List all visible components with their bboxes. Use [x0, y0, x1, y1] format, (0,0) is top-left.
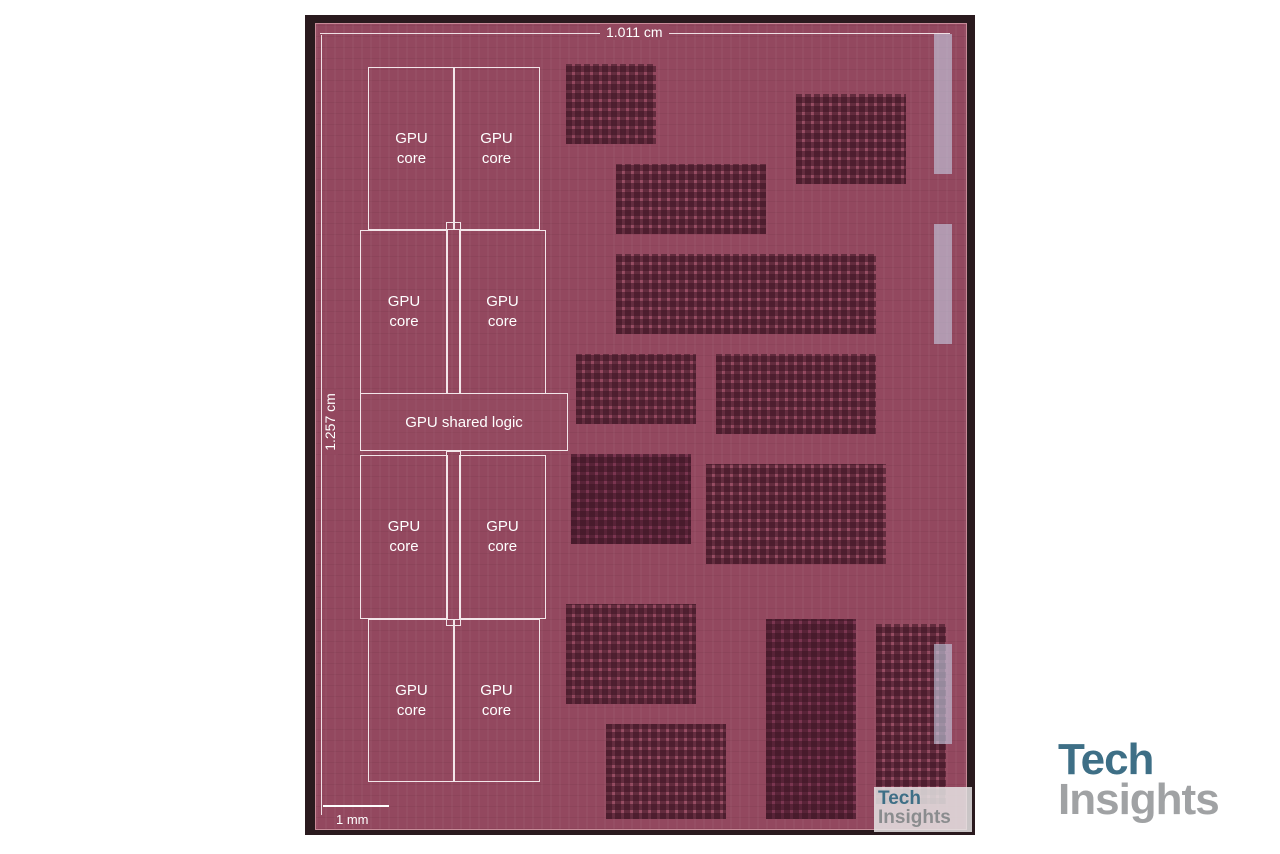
gpu-core-label: GPU core	[395, 681, 428, 719]
circuit-block	[571, 454, 691, 544]
watermark-line1: Tech	[878, 788, 921, 809]
gpu-core-block: GPU core	[459, 455, 546, 619]
logo-line1: Tech	[1058, 735, 1154, 784]
gpu-core-block: GPU core	[360, 230, 448, 394]
techinsights-logo: Tech Insights	[1058, 735, 1220, 824]
gpu-core-label: GPU core	[486, 293, 519, 330]
logo-line2: Insights	[1058, 775, 1220, 824]
gpu-core-block: GPU core	[360, 455, 448, 619]
gpu-core-label: GPU core	[480, 681, 513, 719]
io-pad-strip	[934, 224, 952, 344]
circuit-block	[616, 164, 766, 234]
circuit-block	[766, 619, 856, 819]
die-photo	[305, 15, 975, 835]
height-dimension-line	[321, 35, 322, 815]
width-label: 1.011 cm	[600, 24, 669, 40]
height-label: 1.257 cm	[322, 389, 338, 455]
gpu-core-label: GPU core	[395, 129, 428, 167]
gpu-core-block: GPU core	[368, 619, 455, 782]
scale-label: 1 mm	[336, 812, 369, 827]
gpu-interconnect-spine	[446, 222, 461, 394]
gpu-interconnect-spine	[446, 451, 461, 626]
gpu-core-block: GPU core	[368, 67, 455, 230]
circuit-block	[606, 724, 726, 819]
gpu-shared-logic-block: GPU shared logic	[360, 393, 568, 451]
circuit-block	[576, 354, 696, 424]
circuit-block	[566, 604, 696, 704]
watermark-line2: Insights	[878, 807, 951, 828]
circuit-block	[616, 254, 876, 334]
gpu-shared-logic-label: GPU shared logic	[405, 413, 523, 431]
io-pad-strip	[934, 34, 952, 174]
gpu-core-label: GPU core	[387, 518, 421, 555]
gpu-core-label: GPU core	[486, 518, 519, 555]
circuit-block	[566, 64, 656, 144]
gpu-core-block: GPU core	[453, 67, 540, 230]
gpu-core-label: GPU core	[480, 129, 513, 167]
gpu-core-block: GPU core	[459, 230, 546, 394]
scale-bar	[323, 805, 389, 807]
watermark: Tech Insights	[874, 787, 972, 832]
gpu-core-label: GPU core	[387, 293, 421, 330]
die-surface	[315, 23, 967, 830]
circuit-block	[706, 464, 886, 564]
io-pad-strip	[934, 644, 952, 744]
gpu-core-block: GPU core	[453, 619, 540, 782]
circuit-block	[716, 354, 876, 434]
circuit-block	[796, 94, 906, 184]
